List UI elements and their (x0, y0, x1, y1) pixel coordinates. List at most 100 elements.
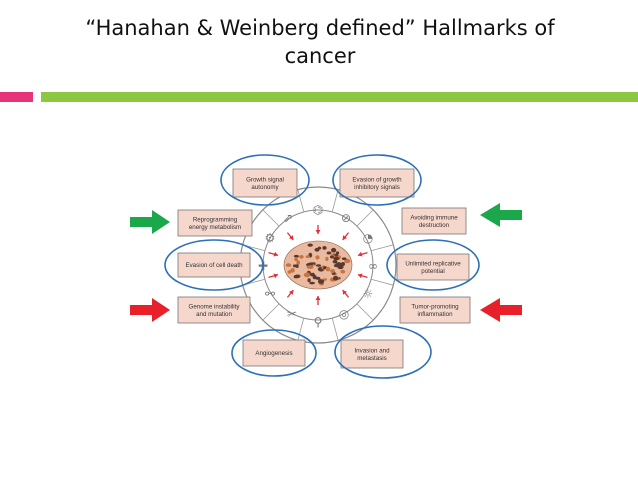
tumor-cell (335, 251, 340, 255)
tumor-cell (340, 269, 346, 274)
green-arrow-right (480, 203, 522, 227)
growth-arrow-icon: ⇗ (283, 211, 293, 225)
hallmark-label: Tumor-promoting (411, 303, 459, 310)
tumor-cell (333, 256, 340, 261)
tumor-cell (330, 269, 335, 274)
tumor-cell (331, 247, 337, 253)
highlight-oval (386, 239, 480, 291)
tumor-cell (326, 251, 332, 255)
inward-arrow-head (357, 251, 363, 257)
tumor-cell (322, 246, 327, 250)
hallmark-angiogenesis: Angiogenesis (231, 329, 317, 377)
tumor-cell (310, 272, 315, 277)
tumor-cell (308, 262, 314, 266)
highlight-oval (231, 329, 317, 377)
tumor-cell (309, 281, 315, 285)
wheel-spoke (297, 189, 305, 212)
hallmark-label: autonomy (251, 184, 279, 191)
tumor-cell (299, 254, 304, 259)
slide-title-line1: “Hanahan & Weinberg defined” Hallmarks o… (85, 16, 555, 40)
hallmark-box (396, 253, 470, 281)
hallmark-label: Genome instability (189, 303, 241, 310)
tumor-cell (293, 275, 298, 279)
tumor-cell (307, 278, 311, 283)
inward-arrow-head (273, 251, 279, 257)
wheel-spoke (262, 209, 280, 227)
tumor-cell (285, 263, 292, 267)
tumor-cell (294, 257, 298, 262)
hallmark-cell-death: Evasion of cell death (164, 239, 264, 291)
hallmark-label: Reprogramming (193, 216, 238, 223)
highlight-oval (220, 154, 310, 206)
flame-icon: ☼ (363, 287, 374, 301)
tumor-cell (322, 278, 328, 281)
tumor-cell (296, 260, 301, 265)
hallmark-box (232, 168, 298, 198)
hallmark-box (177, 296, 251, 324)
infinity-icon: ∞ (368, 259, 378, 273)
hallmark-box (401, 207, 467, 235)
inward-arrow-head (357, 273, 363, 279)
shield-icon: ◔ (363, 231, 373, 245)
tumor-cell (344, 258, 351, 264)
tumor-cell (341, 257, 347, 261)
tumor-cell (315, 255, 320, 260)
hallmark-label: destruction (419, 222, 450, 229)
hallmark-label: Unlimited replicative (405, 260, 461, 267)
hallmark-box (339, 168, 415, 198)
slide-title: “Hanahan & Weinberg defined” Hallmarks o… (40, 14, 600, 70)
wheel-spoke (331, 189, 339, 212)
signal-icon: ⌬ (313, 203, 323, 217)
wheel-spoke (297, 318, 305, 341)
tumor-cell (287, 270, 292, 274)
hallmark-label: inhibitory signals (354, 184, 400, 191)
no-entry-icon: ⊘ (341, 211, 351, 225)
tumor-cell (337, 264, 344, 270)
hallmark-label: energy metabolism (189, 224, 241, 231)
tumor-cell (332, 275, 339, 281)
wheel-spoke (356, 209, 374, 227)
tumor-cluster (283, 240, 353, 290)
hallmark-label: and mutation (196, 311, 232, 318)
hallmark-box (242, 339, 306, 367)
slide-title-line2: cancer (284, 44, 356, 68)
inward-arrow-head (315, 296, 321, 300)
hallmark-box (177, 252, 251, 278)
tumor-cell (314, 247, 320, 252)
hallmark-label: Growth signal (246, 176, 284, 183)
inward-arrows (268, 225, 368, 305)
tumor-cell (325, 266, 331, 272)
wheel-spoke (356, 303, 374, 321)
hallmark-label: potential (421, 268, 444, 275)
tumor-cell (317, 279, 325, 284)
tumor-cell (329, 255, 334, 259)
inward-arrow-head (315, 230, 321, 234)
scissors-icon: ✂ (287, 307, 297, 321)
highlight-oval (332, 154, 422, 206)
hallmark-box (399, 296, 471, 324)
tumor-cell (303, 272, 311, 278)
hallmark-label: Angiogenesis (255, 350, 292, 357)
hallmark-label: Invasion and (354, 347, 390, 354)
accent-bar-green (41, 92, 638, 102)
hallmark-box (340, 339, 404, 369)
wheel-spoke (371, 278, 394, 286)
hallmark-box (177, 209, 253, 237)
inward-arrow-head (288, 235, 294, 240)
gear-icon: ⚙ (265, 231, 276, 245)
tumor-cell (332, 259, 338, 264)
red-arrow-left (130, 298, 170, 322)
highlight-oval (334, 325, 432, 379)
hallmark-label: Evasion of growth (352, 176, 402, 183)
wheel-spoke (331, 318, 339, 341)
tumor-cell (325, 256, 329, 262)
hallmark-label: inflammation (417, 311, 453, 318)
dna-icon: ⚯ (265, 287, 275, 301)
